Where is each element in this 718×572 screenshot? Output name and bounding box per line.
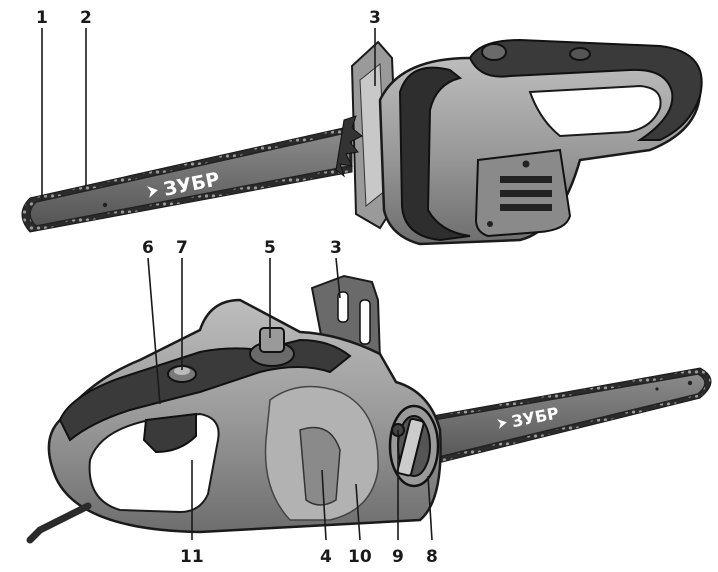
front-handle <box>398 66 471 242</box>
callout-10: 10 <box>348 547 372 567</box>
power-cord <box>26 502 92 544</box>
callout-7: 7 <box>176 238 188 258</box>
lock-button-top <box>569 47 591 61</box>
callout-9: 9 <box>392 547 404 567</box>
vent-grille <box>474 148 572 238</box>
guide-bar <box>29 131 351 227</box>
bar-rivet <box>102 202 108 208</box>
callout-3-top: 3 <box>369 8 381 28</box>
oil-cap-top <box>481 43 507 61</box>
bar-rivet-side <box>687 380 693 386</box>
callout-6: 6 <box>142 238 154 258</box>
callout-leaders <box>41 28 433 541</box>
logo-arrow-icon <box>146 186 158 198</box>
chainsaw-top-view: ЗУБР <box>21 38 703 246</box>
trigger-switch <box>142 412 197 454</box>
handle-opening <box>528 84 662 138</box>
guide-bar-side <box>409 373 706 465</box>
logo-arrow-icon-side <box>497 419 507 429</box>
callout-4: 4 <box>320 547 332 567</box>
rear-handle <box>468 38 703 141</box>
sprocket-cover <box>299 426 341 506</box>
callout-5: 5 <box>264 238 276 258</box>
callout-8: 8 <box>426 547 438 567</box>
chain-tensioner-knob <box>388 404 440 488</box>
oil-tank-cap <box>249 327 295 367</box>
callout-2: 2 <box>80 8 92 28</box>
callout-11: 11 <box>180 547 204 567</box>
chainsaw-side-view: ЗУБР <box>26 274 712 544</box>
callout-3-bottom: 3 <box>330 238 342 258</box>
callout-1: 1 <box>36 8 48 28</box>
chain-sprocket <box>335 115 363 178</box>
